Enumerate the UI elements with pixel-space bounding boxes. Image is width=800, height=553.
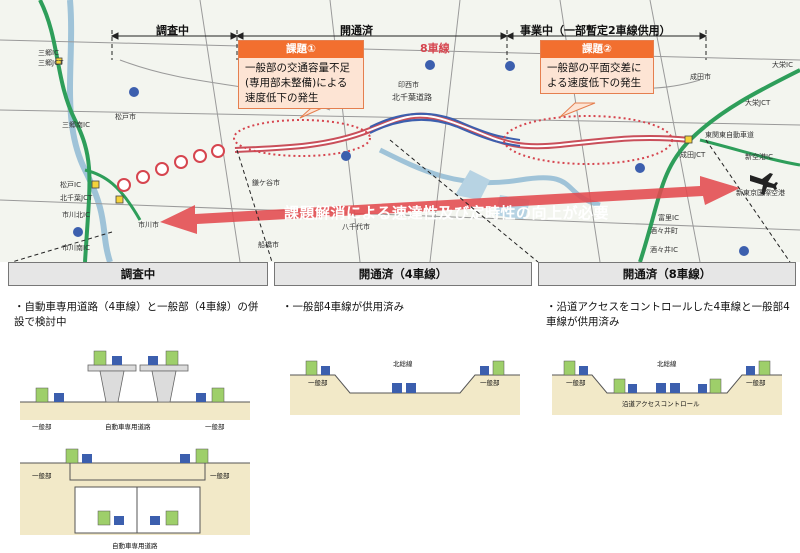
place-label: 東関東自動車道 [705,131,754,139]
place-label: 船橋市 [258,241,279,249]
cross-label-hokuso: 北総線 [657,360,677,368]
cross-label-ippanbu: 一般部 [746,379,766,387]
place-label: 北千葉JCT [60,194,93,202]
band-kaitsu-4: 開通済（4車線） [274,262,532,286]
place-label: 松戸市 [115,113,136,121]
place-label: 成田市 [690,73,711,81]
place-label: 大栄IC [772,61,793,69]
place-label: 八千代市 [342,223,370,231]
callout-issue-1-text: 一般部の交通容量不足(専用部未整備)による速度低下の発生 [245,62,350,104]
road-name: 北千葉道路 [392,93,432,102]
desc-kaitsu-4: ・一般部4車線が供用済み [282,301,405,313]
lane-label: 8車線 [420,42,450,55]
cross-label-ippanbu: 一般部 [480,379,500,387]
place-label: 三郷IC [38,49,59,57]
cross-section-4lane [290,360,520,415]
place-label: 市川南IC [62,244,90,252]
place-label: 鎌ケ谷市 [252,179,280,187]
callout-issue-1: 課題① 一般部の交通容量不足(専用部未整備)による速度低下の発生 [238,40,364,109]
cross-label-hokuso: 北総線 [393,360,413,368]
map-background [0,0,800,263]
band-kaitsu-8: 開通済（8車線） [538,262,796,286]
place-label: 新東京国際空港 [736,189,785,197]
section-label-kaitsu: 開通済 [340,24,373,37]
section-label-jigyo: 事業中（一部暫定2車線供用） [520,24,671,37]
cross-section-elevated [20,350,250,420]
place-label: 印西市 [398,81,419,89]
place-label: 成田JCT [680,151,706,159]
cross-label-ippanbu: 一般部 [32,423,52,431]
cross-label-access: 沿道アクセスコントロール [622,400,700,408]
cross-label-jidosha: 自動車専用道路 [112,542,158,550]
desc-chosa: ・自動車専用道路（4車線）と一般部（4車線）の併設で検討中 [14,301,259,328]
place-label: 三郷JCT [38,59,64,67]
route-map: 調査中 開通済 事業中（一部暫定2車線供用） 課題① 一般部の交通容量不足(専用… [0,0,800,263]
cross-label-ippanbu: 一般部 [32,472,52,480]
arrow-text: 課題解消による速達性及び定時性の向上が必要 [284,204,610,222]
cross-section-8lane [552,360,782,415]
place-label: 松戸IC [60,181,81,189]
callout-issue-1-title: 課題① [239,41,363,58]
callout-issue-2-text: 一般部の平面交差による速度低下の発生 [547,62,642,89]
place-label: 三郷南IC [62,121,90,129]
cross-section-underground [20,448,250,535]
place-label: 新空港IC [745,153,773,161]
place-label: 富里IC [658,214,679,222]
section-label-chosa: 調査中 [156,24,189,37]
cross-label-jidosha: 自動車専用道路 [105,423,151,431]
band-chosa: 調査中 [8,262,268,286]
cross-label-ippanbu: 一般部 [308,379,328,387]
place-label: 酒々井町 [650,227,678,235]
cross-label-ippanbu: 一般部 [210,472,230,480]
place-label: 酒々井IC [650,246,678,254]
cross-label-ippanbu: 一般部 [566,379,586,387]
callout-issue-2-title: 課題② [541,41,653,58]
desc-kaitsu-8: ・沿道アクセスをコントロールした4車線と一般部4車線が供用済み [546,301,790,328]
cross-label-ippanbu: 一般部 [205,423,225,431]
callout-issue-2: 課題② 一般部の平面交差による速度低下の発生 [540,40,654,94]
place-label: 大栄JCT [745,99,771,107]
place-label: 市川市 [138,221,159,229]
place-label: 市川北IC [62,211,90,219]
